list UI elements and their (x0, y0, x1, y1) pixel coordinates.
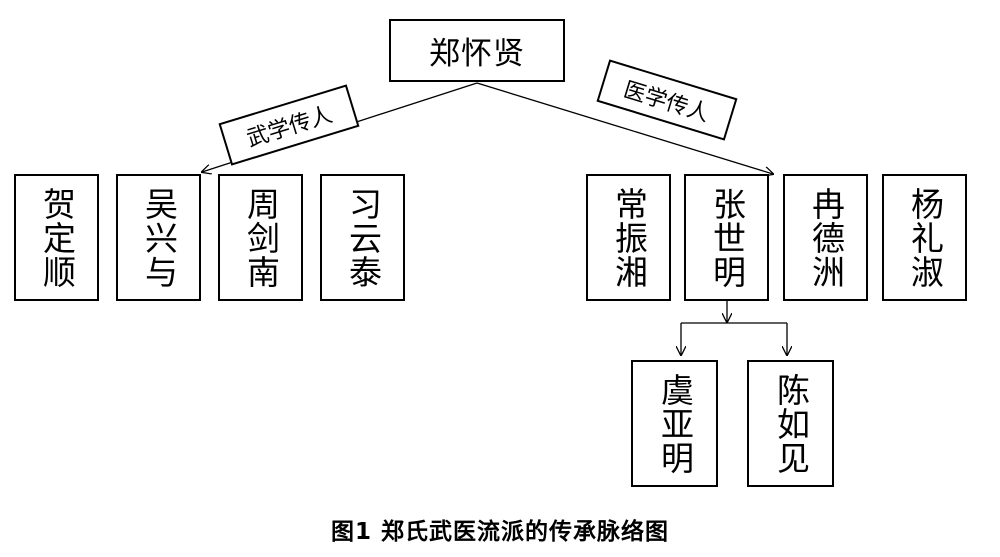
connector-root-to-medical (476, 82, 773, 174)
figure-caption: 图1 郑氏武医流派的传承脉络图 (330, 519, 669, 545)
medical-disciple-1: 常振湘 (586, 174, 671, 301)
root-name: 郑怀贤 (429, 36, 525, 72)
martial-disciple-1: 贺定顺 (14, 174, 99, 301)
martial-disciple-2: 吴兴与 (116, 174, 201, 301)
martial-disciple-3: 周剑南 (218, 174, 303, 301)
medical-disciple-2: 张世明 (684, 174, 769, 301)
martial-disciple-4: 习云泰 (320, 174, 405, 301)
root-node: 郑怀贤 (389, 19, 565, 82)
third-gen-disciple-1: 虞亚明 (631, 360, 718, 487)
medical-disciple-3: 冉德洲 (783, 174, 868, 301)
medical-disciple-4: 杨礼淑 (882, 174, 967, 301)
third-gen-disciple-2: 陈如见 (747, 360, 834, 487)
